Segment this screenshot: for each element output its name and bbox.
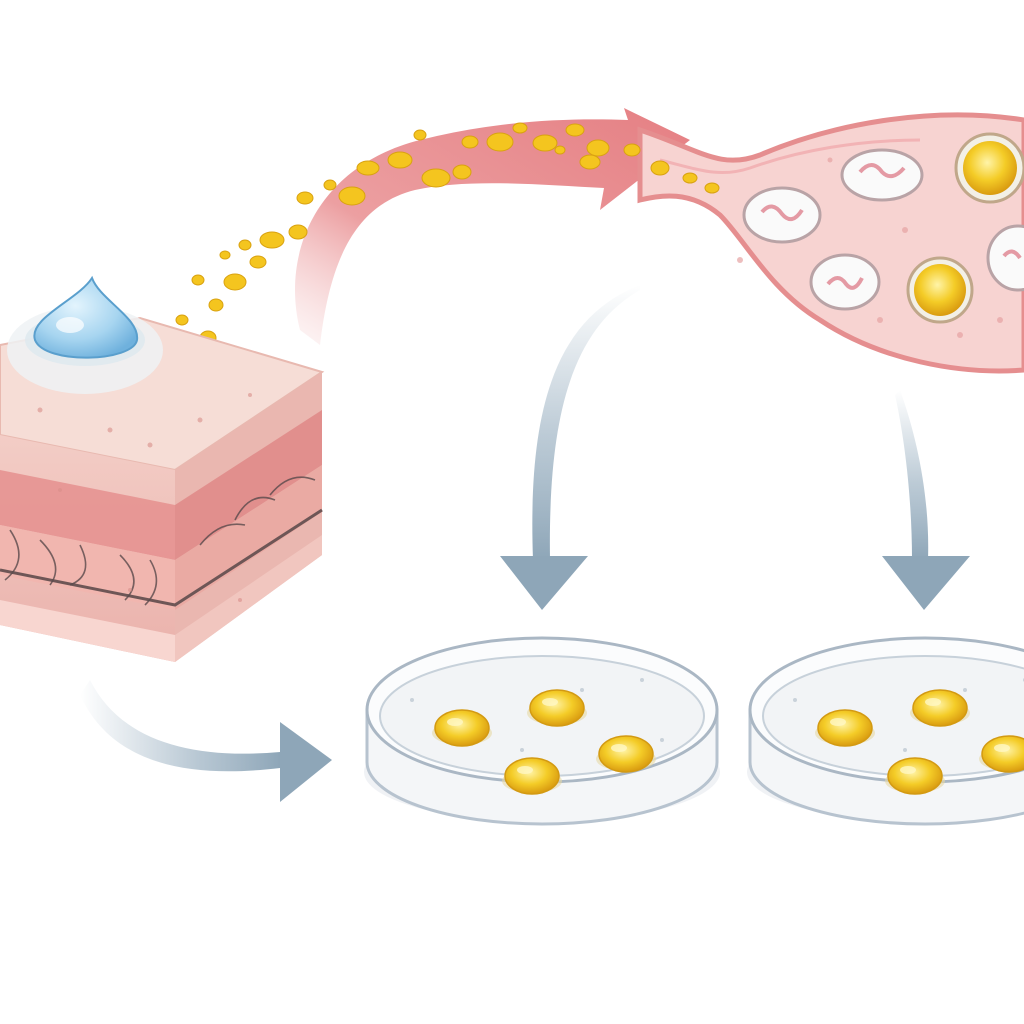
yellow-particle-icon: [554, 145, 566, 155]
flow-arrows: [80, 285, 970, 802]
yellow-particle-icon: [323, 179, 337, 191]
yellow-particle-icon: [238, 239, 252, 251]
yellow-particle-icon: [356, 160, 380, 176]
colony-icon: [434, 709, 490, 747]
petri-dish-left: [364, 636, 720, 826]
curved-gray-arrow-icon: [80, 680, 332, 802]
colony-icon: [912, 689, 968, 727]
colony-icon: [981, 735, 1024, 773]
yellow-particle-icon: [288, 224, 308, 240]
colony-icon: [529, 689, 585, 727]
down-arrow-icon: [882, 390, 970, 610]
colony-icon: [817, 709, 873, 747]
yellow-particle-icon: [682, 172, 698, 184]
yellow-particle-icon: [223, 273, 247, 291]
yellow-particle-icon: [650, 160, 670, 176]
down-arrow-icon: [500, 285, 640, 610]
yellow-particle-icon: [421, 168, 451, 188]
yellow-particle-icon: [387, 151, 413, 169]
yellow-particle-icon: [296, 191, 314, 205]
colony-icon: [504, 757, 560, 795]
yellow-particle-icon: [259, 231, 285, 249]
yellow-particle-icon: [565, 123, 585, 137]
yellow-particle-icon: [579, 154, 601, 170]
yellow-particle-icon: [338, 186, 366, 206]
yellow-particle-icon: [208, 298, 224, 312]
skin-tissue-block: [0, 275, 325, 662]
yellow-particle-icon: [461, 135, 479, 149]
petri-dish-right: [747, 636, 1024, 826]
yellow-particle-icon: [512, 122, 528, 134]
yellow-particle-icon: [191, 274, 205, 286]
organ-yellow-cells: [906, 132, 1024, 324]
colony-icon: [598, 735, 654, 773]
yellow-particle-icon: [413, 129, 427, 141]
yellow-particle-icon: [532, 134, 558, 152]
yellow-particle-icon: [623, 143, 641, 157]
yellow-particle-icon: [219, 250, 231, 260]
yellow-particle-icon: [704, 182, 720, 194]
yellow-particle-icon: [249, 255, 267, 269]
yellow-particle-icon: [452, 164, 472, 180]
yellow-particle-icon: [486, 132, 514, 152]
organ-clear-cells: [742, 148, 1024, 311]
colony-icon: [887, 757, 943, 795]
organ-cross-section: [637, 112, 1024, 374]
yellow-particle-icon: [175, 314, 189, 326]
yellow-particle-icon: [586, 139, 610, 157]
water-drop-icon: [33, 275, 139, 359]
